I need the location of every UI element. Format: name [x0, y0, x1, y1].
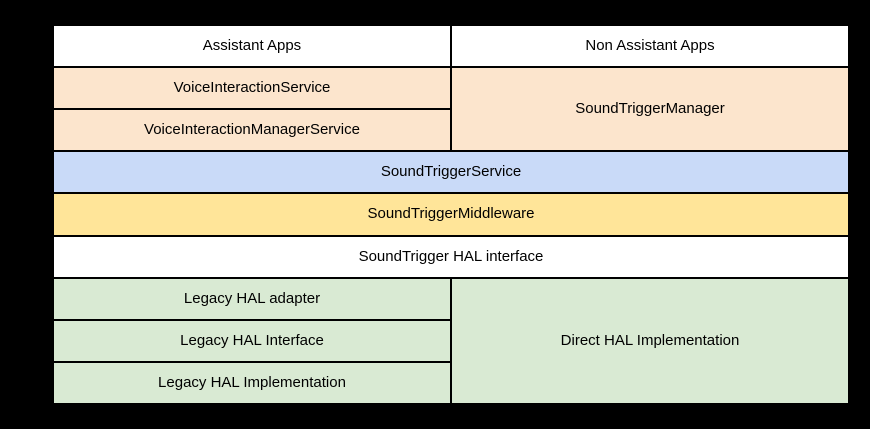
cell-voice-interaction-manager-service: VoiceInteractionManagerService — [54, 110, 450, 151]
cell-sound-trigger-service: SoundTriggerService — [54, 152, 848, 193]
cell-legacy-hal-interface: Legacy HAL Interface — [54, 320, 450, 361]
cell-sound-trigger-middleware: SoundTriggerMiddleware — [54, 194, 848, 235]
cell-assistant-apps: Assistant Apps — [54, 26, 450, 66]
cell-legacy-hal-implementation: Legacy HAL Implementation — [54, 362, 450, 403]
cell-sound-trigger-hal-interface: SoundTrigger HAL interface — [54, 236, 848, 277]
cell-direct-hal-implementation: Direct HAL Implementation — [452, 278, 848, 403]
cell-non-assistant-apps: Non Assistant Apps — [452, 26, 848, 66]
cell-voice-interaction-service: VoiceInteractionService — [54, 68, 450, 109]
cell-legacy-hal-adapter: Legacy HAL adapter — [54, 278, 450, 319]
cell-sound-trigger-manager: SoundTriggerManager — [452, 68, 848, 151]
soundtrigger-stack-diagram: Assistant Apps Non Assistant Apps VoiceI… — [52, 24, 850, 405]
